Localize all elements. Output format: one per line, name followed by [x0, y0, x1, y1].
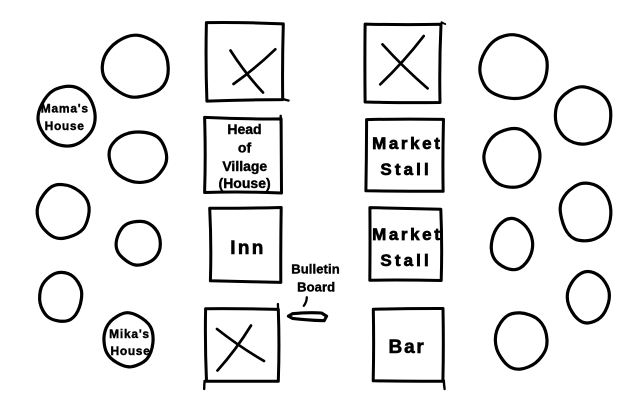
svg-text:House: House [45, 119, 85, 133]
svg-text:Mama's: Mama's [41, 101, 89, 115]
svg-text:Board: Board [297, 280, 335, 295]
svg-text:House: House [111, 344, 151, 358]
svg-text:Market: Market [372, 134, 442, 153]
svg-text:Bulletin: Bulletin [291, 262, 339, 277]
svg-text:Inn: Inn [230, 238, 265, 259]
svg-text:Market: Market [372, 225, 442, 244]
svg-text:Bar: Bar [389, 337, 426, 358]
svg-text:(House): (House) [219, 175, 271, 191]
svg-text:Stall: Stall [380, 160, 431, 179]
svg-text:Village: Village [222, 158, 267, 174]
svg-text:Head: Head [227, 121, 261, 137]
svg-text:Stall: Stall [380, 251, 431, 270]
svg-text:of: of [238, 139, 252, 155]
svg-text:Mika's: Mika's [109, 327, 150, 341]
